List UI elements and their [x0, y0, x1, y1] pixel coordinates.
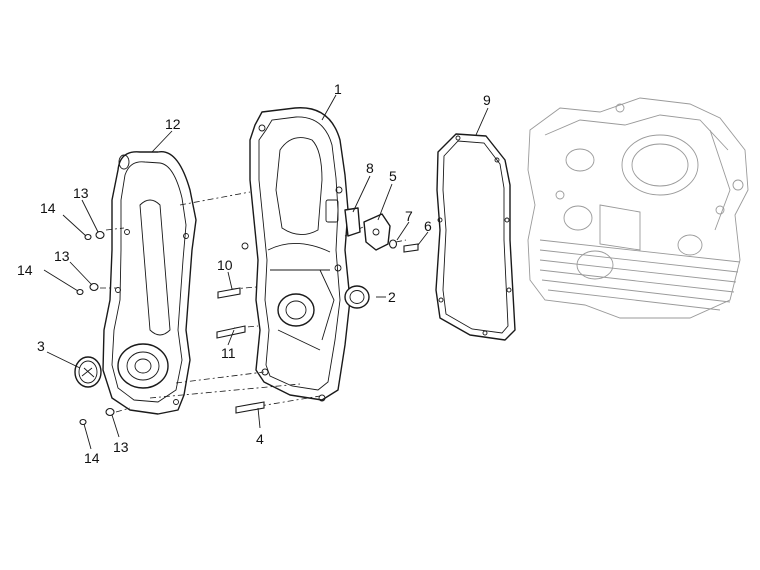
- callout-14-middle: 14: [17, 262, 33, 278]
- cap: [74, 356, 102, 388]
- dowel-13c: [105, 407, 115, 417]
- callout-6: 6: [424, 218, 432, 234]
- callout-8: 8: [366, 160, 374, 176]
- gasket: [435, 133, 516, 341]
- callout-4: 4: [256, 431, 264, 447]
- seal-ring: [344, 285, 370, 309]
- outer-cover: [102, 151, 197, 415]
- plate: [363, 213, 391, 251]
- callout-13-top: 13: [73, 185, 89, 201]
- inner-cover: [241, 107, 351, 402]
- callout-12: 12: [165, 116, 181, 132]
- screw-6: [403, 243, 419, 253]
- callout-10: 10: [217, 257, 233, 273]
- bolt-11: [216, 325, 246, 339]
- bolt-4: [235, 401, 265, 414]
- leader-lines: [43, 94, 489, 450]
- alignment-lines: [100, 191, 407, 413]
- bolt-10: [217, 287, 241, 299]
- o-ring: [344, 207, 361, 237]
- callout-9: 9: [483, 92, 491, 108]
- callout-7: 7: [405, 208, 413, 224]
- callout-13-middle: 13: [54, 248, 70, 264]
- callout-14-bottom: 14: [84, 450, 100, 466]
- bolts: [76, 230, 419, 426]
- engine-block: [527, 97, 749, 319]
- callout-14-top: 14: [40, 200, 56, 216]
- callout-2: 2: [388, 289, 396, 305]
- callout-5: 5: [389, 168, 397, 184]
- screw-14a: [84, 233, 92, 241]
- screw-14b: [76, 288, 84, 296]
- callout-13-bottom: 13: [113, 439, 129, 455]
- callout-3: 3: [37, 338, 45, 354]
- callout-labels: 1 2 3 4 5 6 7 8 9 10 11 12 13 13 13 14 1…: [17, 81, 491, 466]
- dowel-13b: [89, 282, 99, 292]
- washer-7: [388, 239, 398, 249]
- dowel-13a: [95, 230, 105, 240]
- callout-1: 1: [334, 81, 342, 97]
- screw-14c: [79, 418, 87, 426]
- callout-11: 11: [221, 345, 236, 361]
